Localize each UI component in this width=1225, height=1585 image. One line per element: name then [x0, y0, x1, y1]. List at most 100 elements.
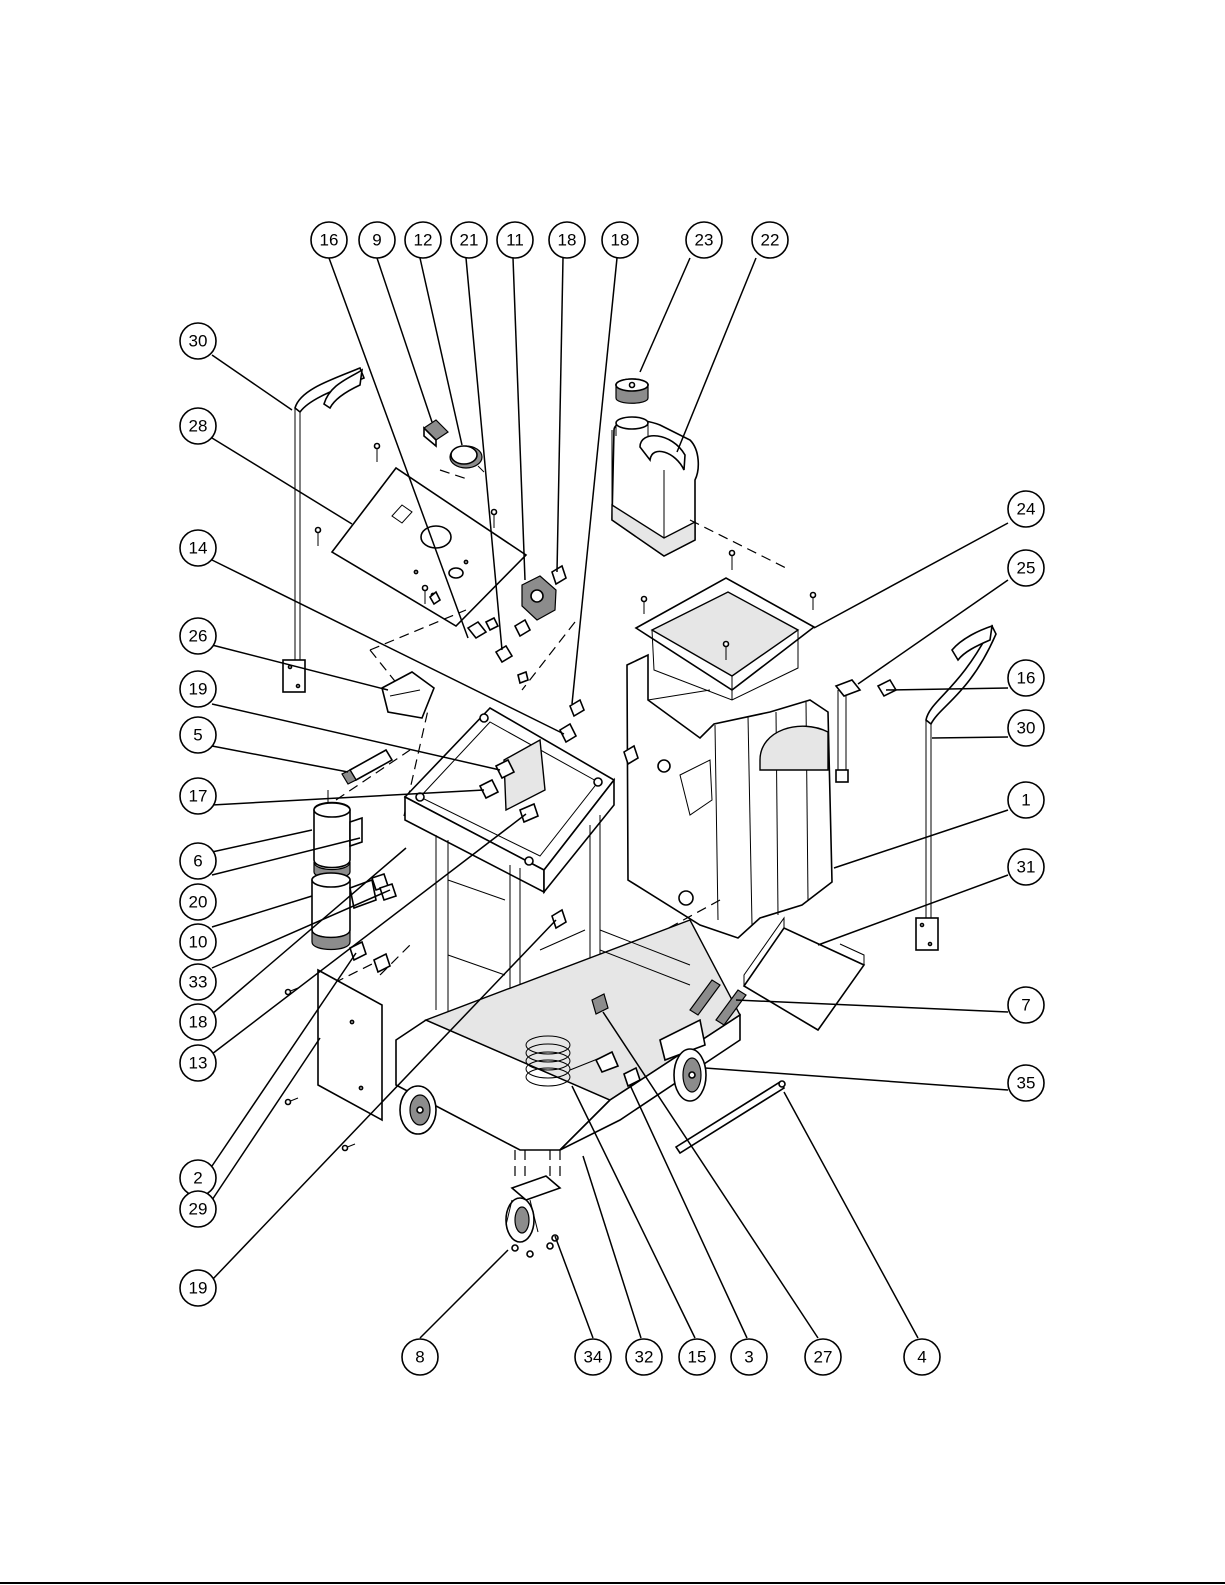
callout-24: 24: [1008, 491, 1044, 527]
leader-11: [513, 258, 525, 580]
callout-29: 29: [180, 1191, 216, 1227]
svg-text:28: 28: [189, 417, 208, 436]
pickup-tube: [836, 680, 860, 782]
callout-11: 11: [497, 222, 533, 258]
tank-cap: [616, 379, 648, 403]
leader-18-c: [212, 848, 406, 1014]
svg-text:16: 16: [1017, 669, 1036, 688]
callout-7: 7: [1008, 987, 1044, 1023]
tank-tray: [636, 578, 814, 700]
leader-29: [212, 1038, 320, 1200]
callout-27: 27: [805, 1339, 841, 1375]
callout-35: 35: [1008, 1065, 1044, 1101]
callout-5: 5: [180, 717, 216, 753]
leader-35: [705, 1068, 1008, 1090]
svg-text:14: 14: [189, 539, 208, 558]
callout-6: 6: [180, 843, 216, 879]
leader-9: [377, 258, 432, 422]
panel-switch: [424, 420, 448, 446]
leader-33: [212, 890, 390, 968]
leader-4: [784, 1092, 918, 1338]
callout-18-b: 18: [602, 222, 638, 258]
svg-text:22: 22: [761, 231, 780, 250]
part-illustrations: [283, 368, 996, 1257]
svg-text:25: 25: [1017, 559, 1036, 578]
callout-19-b: 19: [180, 1270, 216, 1306]
pickup-fitting: [878, 680, 896, 696]
svg-text:19: 19: [189, 1279, 208, 1298]
callout-26: 26: [180, 618, 216, 654]
svg-text:9: 9: [372, 231, 381, 250]
svg-text:8: 8: [415, 1348, 424, 1367]
callout-30-right: 30: [1008, 710, 1044, 746]
main-housing: [627, 655, 832, 938]
svg-text:34: 34: [584, 1348, 603, 1367]
svg-text:10: 10: [189, 933, 208, 952]
callout-18-a: 18: [549, 222, 585, 258]
solvent-tank: [612, 417, 698, 556]
callout-25: 25: [1008, 550, 1044, 586]
leader-31: [818, 875, 1008, 945]
callout-15: 15: [679, 1339, 715, 1375]
callout-19-a: 19: [180, 671, 216, 707]
svg-text:5: 5: [193, 726, 202, 745]
leader-30-a: [212, 355, 292, 410]
svg-text:24: 24: [1017, 500, 1036, 519]
callout-3: 3: [731, 1339, 767, 1375]
svg-text:18: 18: [611, 231, 630, 250]
callout-14: 14: [180, 530, 216, 566]
svg-text:17: 17: [189, 787, 208, 806]
svg-text:35: 35: [1017, 1074, 1036, 1093]
leader-10: [212, 896, 312, 927]
svg-text:13: 13: [189, 1054, 208, 1073]
callout-31: 31: [1008, 849, 1044, 885]
leader-18-b: [572, 258, 617, 704]
pressure-regulator: [522, 566, 566, 620]
svg-text:3: 3: [744, 1348, 753, 1367]
panel-gauge: [450, 446, 484, 472]
callout-17: 17: [180, 778, 216, 814]
front-caster: [506, 1176, 560, 1257]
leader-24: [814, 523, 1008, 628]
callout-34: 34: [575, 1339, 611, 1375]
svg-text:12: 12: [414, 231, 433, 250]
leader-8: [420, 1250, 508, 1338]
callout-20: 20: [180, 884, 216, 920]
svg-text:4: 4: [917, 1348, 926, 1367]
svg-text:18: 18: [189, 1013, 208, 1032]
leader-19-a: [212, 704, 500, 770]
leader-1: [834, 810, 1008, 868]
callout-22: 22: [752, 222, 788, 258]
callout-28: 28: [180, 408, 216, 444]
pump-motor: [314, 790, 362, 878]
leader-23: [640, 258, 690, 372]
leader-22: [677, 258, 756, 452]
callout-13: 13: [180, 1045, 216, 1081]
callout-12: 12: [405, 222, 441, 258]
leader-30-b: [932, 737, 1008, 738]
svg-text:30: 30: [1017, 719, 1036, 738]
svg-text:31: 31: [1017, 858, 1036, 877]
callout-33: 33: [180, 964, 216, 1000]
leader-6: [212, 830, 312, 852]
svg-text:1: 1: [1021, 791, 1030, 810]
svg-text:29: 29: [189, 1200, 208, 1219]
callout-4: 4: [904, 1339, 940, 1375]
callout-8: 8: [402, 1339, 438, 1375]
pump-head: [312, 873, 396, 950]
callout-9: 9: [359, 222, 395, 258]
callout-16-top: 16: [311, 222, 347, 258]
svg-text:16: 16: [320, 231, 339, 250]
svg-text:30: 30: [189, 332, 208, 351]
page-bottom-rule: [0, 1582, 1225, 1584]
leader-32: [583, 1156, 641, 1338]
leader-5: [212, 746, 348, 772]
side-cover-plate: [318, 970, 382, 1120]
svg-text:26: 26: [189, 627, 208, 646]
leader-27: [603, 1012, 818, 1338]
svg-text:20: 20: [189, 893, 208, 912]
svg-text:2: 2: [193, 1169, 202, 1188]
svg-text:32: 32: [635, 1348, 654, 1367]
filter-pad: [382, 672, 434, 718]
svg-text:6: 6: [193, 852, 202, 871]
